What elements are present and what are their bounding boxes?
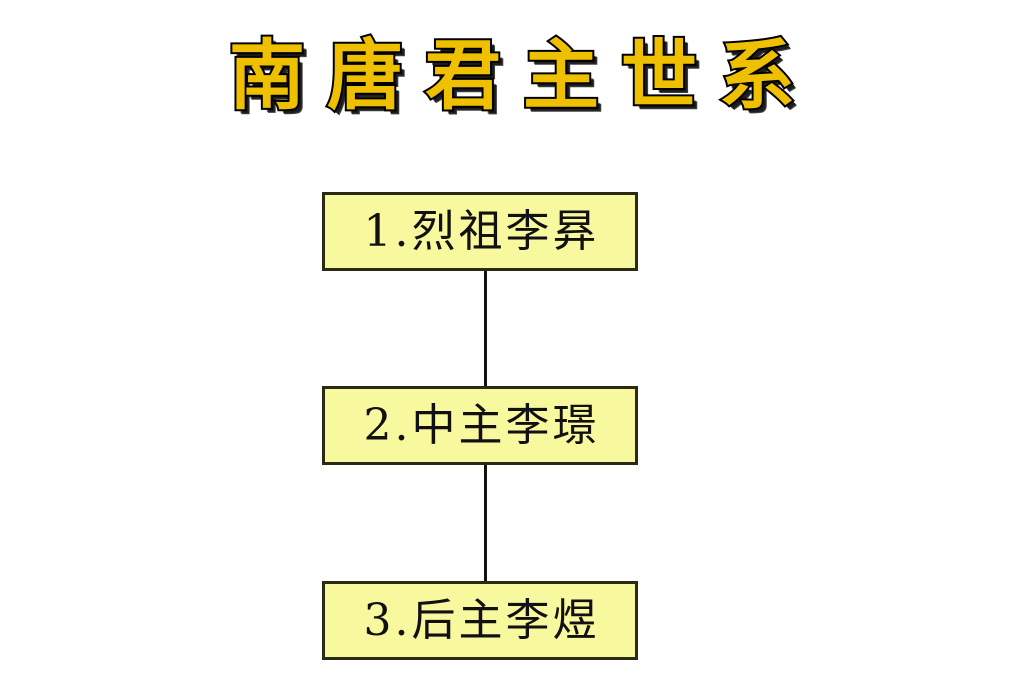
lineage-node-3-label: 3.后主李煜 — [363, 594, 600, 646]
lineage-node-1-label: 1.烈祖李昪 — [363, 205, 600, 257]
connector-node1-node2 — [484, 271, 487, 386]
connector-node2-node3 — [484, 465, 487, 581]
lineage-node-1[interactable]: 1.烈祖李昪 — [322, 192, 638, 271]
lineage-node-2[interactable]: 2.中主李璟 — [322, 386, 638, 465]
page-title: 南唐君主世系 — [227, 29, 817, 122]
lineage-node-3[interactable]: 3.后主李煜 — [322, 581, 638, 660]
lineage-node-2-label: 2.中主李璟 — [363, 399, 600, 451]
